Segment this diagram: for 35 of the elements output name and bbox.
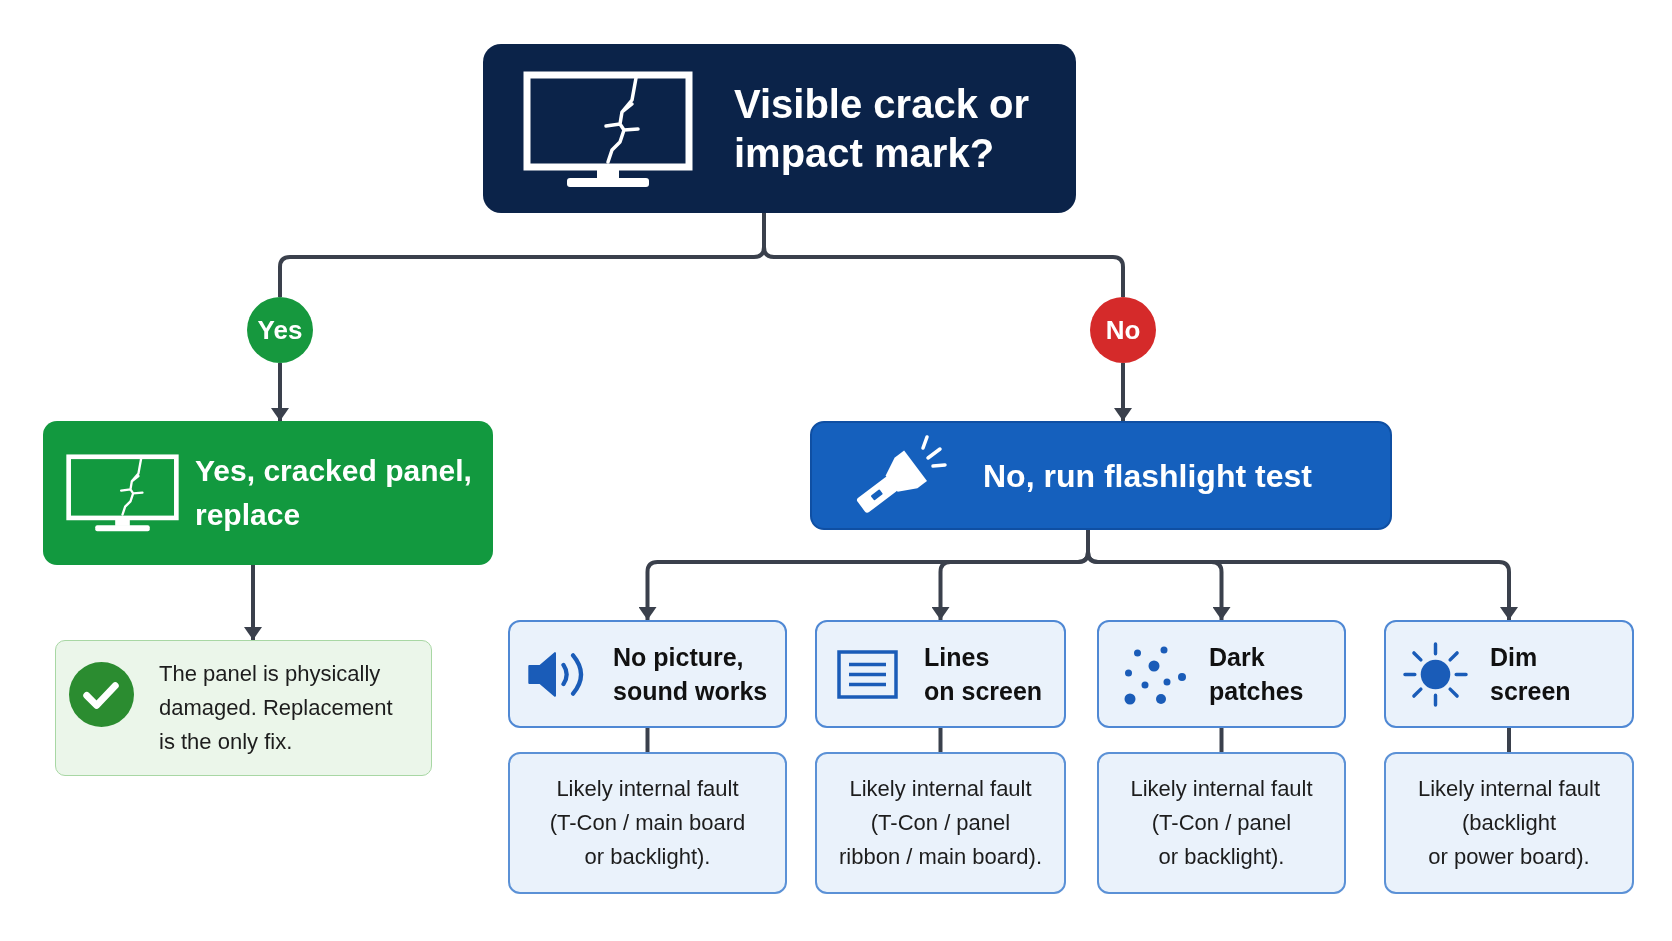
arrow [244,565,262,640]
symptom-box [1097,620,1346,728]
diagnosis-text: Likely internal fault (T-Con / panel or backlight). [1130,775,1313,871]
arrow [271,363,289,421]
diagnosis-text: Likely internal fault (backlight or power board). [1417,775,1601,871]
symptom-box [1384,620,1634,728]
diagnosis-text: Likely internal fault (T-Con / panel ribbon / main board). [839,775,1042,871]
action-box [810,421,1392,530]
symptom-text: Lines on screen [924,642,1043,707]
arrow [1114,363,1132,421]
connector-line [645,728,650,752]
action-box [43,421,493,565]
connector-line [938,728,943,752]
answer-label: No [1105,315,1141,345]
note-text: The panel is physically damaged. Replacement is the only fix. [159,660,393,756]
symptom-text: No picture, sound works [613,642,768,707]
diagnosis-box [1384,752,1634,894]
decision-box [483,44,1076,213]
action-text: Yes, cracked panel, replace [195,453,472,533]
result-note-box [55,640,432,776]
symptom-box [815,620,1066,728]
action-text: No, run flashlight test [983,456,1312,496]
symptom-text: Dark patches [1209,642,1304,707]
connector-line [1219,728,1224,752]
diagnosis-box [508,752,787,894]
connector-line [1507,728,1511,752]
diagnosis-box [815,752,1066,894]
question-text: Visible crack or impact mark? [734,80,1029,177]
connector-line [762,213,1125,297]
symptom-text: Dim screen [1490,642,1571,707]
answer-label: Yes [257,315,303,345]
diagnosis-text: Likely internal fault (T-Con / main board or backlight). [549,775,746,871]
symptom-box [508,620,787,728]
arrow [1086,530,1518,620]
diagnosis-box [1097,752,1346,894]
